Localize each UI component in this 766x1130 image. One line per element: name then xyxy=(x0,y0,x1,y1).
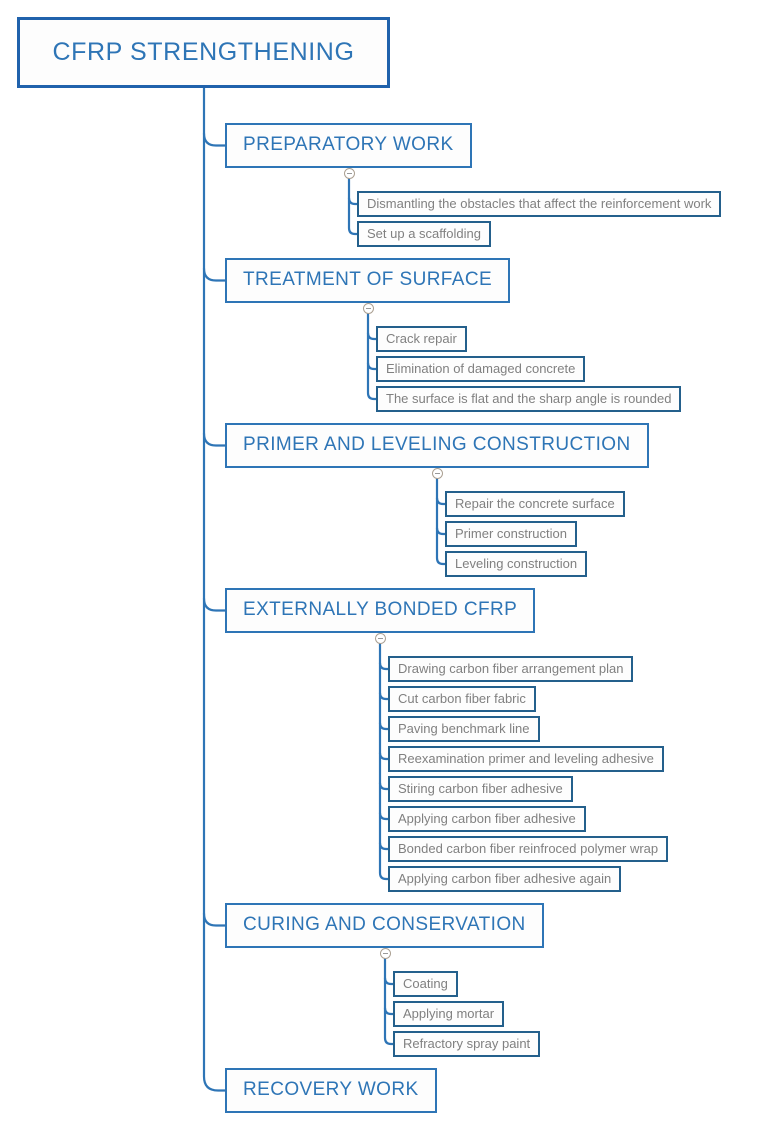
collapse-toggle-icon[interactable] xyxy=(379,947,391,959)
subtopic[interactable]: Crack repair xyxy=(376,326,467,352)
subtopic[interactable]: Applying mortar xyxy=(393,1001,505,1027)
subtopic[interactable]: Applying carbon fiber adhesive xyxy=(388,806,586,832)
subtopic[interactable]: Repair the concrete surface xyxy=(445,491,625,517)
subtopic[interactable]: Cut carbon fiber fabric xyxy=(388,686,536,712)
main-topic-curing-and-conservation[interactable]: CURING AND CONSERVATION xyxy=(225,903,544,948)
subtopic[interactable]: Primer construction xyxy=(445,521,577,547)
main-topic-externally-bonded-cfrp[interactable]: EXTERNALLY BONDED CFRP xyxy=(225,588,536,633)
connector-path xyxy=(202,597,228,612)
connector-path xyxy=(202,86,228,1092)
connector-path xyxy=(202,912,228,927)
main-topic-preparatory-work[interactable]: PREPARATORY WORK xyxy=(225,123,472,168)
subtopic[interactable]: The surface is flat and the sharp angle … xyxy=(376,386,682,412)
subtopic[interactable]: Bonded carbon fiber reinfroced polymer w… xyxy=(388,836,669,862)
main-topic-recovery-work[interactable]: RECOVERY WORK xyxy=(225,1068,437,1113)
collapse-toggle-icon[interactable] xyxy=(362,302,374,314)
connector-path xyxy=(202,432,228,447)
subtopic[interactable]: Stiring carbon fiber adhesive xyxy=(388,776,573,802)
subtopic[interactable]: Paving benchmark line xyxy=(388,716,540,742)
subtopic[interactable]: Coating xyxy=(393,971,458,997)
collapse-toggle-icon[interactable] xyxy=(431,467,443,479)
connector-path xyxy=(383,951,396,1046)
subtopic[interactable]: Set up a scaffolding xyxy=(357,221,491,247)
connector-path xyxy=(366,306,379,401)
root-topic[interactable]: CFRP STRENGTHENING xyxy=(17,17,390,88)
subtopic[interactable]: Drawing carbon fiber arrangement plan xyxy=(388,656,634,682)
main-topic-primer-and-leveling-construction[interactable]: PRIMER AND LEVELING CONSTRUCTION xyxy=(225,423,649,468)
connector-path xyxy=(347,171,360,236)
connector-path xyxy=(435,471,448,566)
subtopic[interactable]: Leveling construction xyxy=(445,551,588,577)
subtopic[interactable]: Applying carbon fiber adhesive again xyxy=(388,866,622,892)
main-topic-treatment-of-surface[interactable]: TREATMENT OF SURFACE xyxy=(225,258,511,303)
subtopic[interactable]: Elimination of damaged concrete xyxy=(376,356,586,382)
subtopic[interactable]: Dismantling the obstacles that affect th… xyxy=(357,191,722,217)
subtopic[interactable]: Reexamination primer and leveling adhesi… xyxy=(388,746,664,772)
collapse-toggle-icon[interactable] xyxy=(343,167,355,179)
connector-path xyxy=(378,636,391,881)
connector-path xyxy=(202,132,228,147)
subtopic[interactable]: Refractory spray paint xyxy=(393,1031,541,1057)
collapse-toggle-icon[interactable] xyxy=(374,632,386,644)
connector-path xyxy=(202,267,228,282)
